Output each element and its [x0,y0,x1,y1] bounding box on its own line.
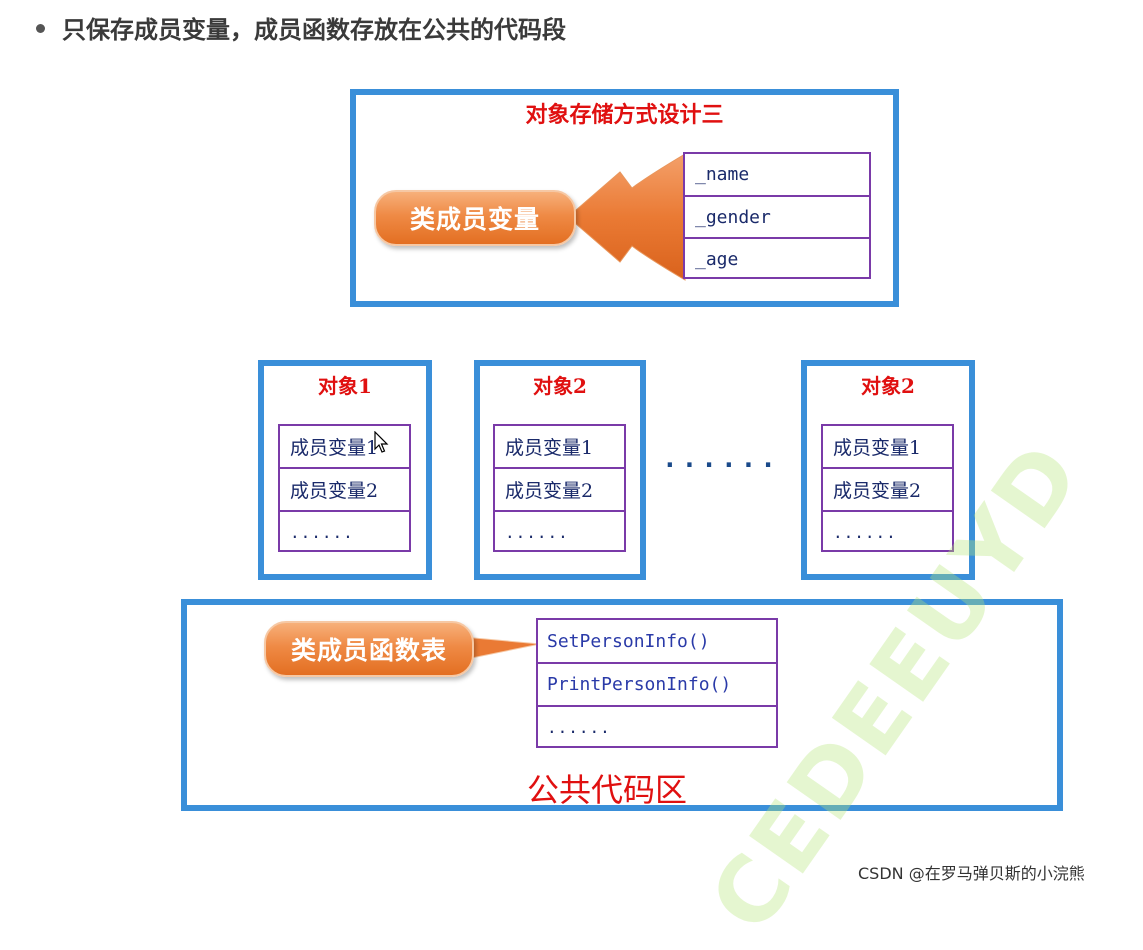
object-table-1: 成员变量1 成员变量2 ...... [278,424,411,552]
fields-table: _name _gender _age [683,152,871,279]
pill-pointer-icon [452,635,541,663]
object-row: 成员变量1 [280,426,409,469]
object-row: 成员变量2 [495,469,624,512]
function-row: ...... [547,718,611,737]
object-table-3: 成员变量1 成员变量2 ...... [821,424,954,552]
object-row: 成员变量1 [495,426,624,469]
class-member-variables-label: 类成员变量 [374,190,576,246]
class-member-functions-label: 类成员函数表 [264,621,474,677]
field-gender: _gender [695,206,771,228]
header-text: 只保存成员变量，成员函数存放在公共的代码段 [62,16,566,44]
arrow-left-icon [567,153,686,281]
field-row-age: _age [685,239,869,279]
field-age: _age [695,248,739,270]
object-title-2: 对象2 [533,374,587,398]
objects-ellipsis: ...... [662,444,780,474]
object-table-2: 成员变量1 成员变量2 ...... [493,424,626,552]
bullet-icon [36,24,45,33]
object-title-3: 对象2 [861,374,915,398]
object-row: ...... [833,522,897,542]
object-row: 成员变量1 [823,426,952,469]
storage-design-title: 对象存储方式设计三 [525,102,724,128]
object-row: 成员变量2 [280,469,409,512]
object-row: 成员变量2 [823,469,952,512]
function-row: SetPersonInfo() [538,620,776,664]
object-row: ...... [290,522,354,542]
field-row-name: _name [685,154,869,197]
cursor-icon [374,431,389,453]
code-area-title: 公共代码区 [527,771,688,809]
function-row: PrintPersonInfo() [538,664,776,707]
object-row: ...... [505,522,569,542]
object-title-1: 对象1 [318,374,372,398]
field-name: _name [695,164,750,185]
csdn-watermark: CSDN @在罗马弹贝斯的小浣熊 [858,864,1085,883]
functions-table: SetPersonInfo() PrintPersonInfo() ...... [536,618,778,748]
field-row-gender: _gender [685,197,869,239]
